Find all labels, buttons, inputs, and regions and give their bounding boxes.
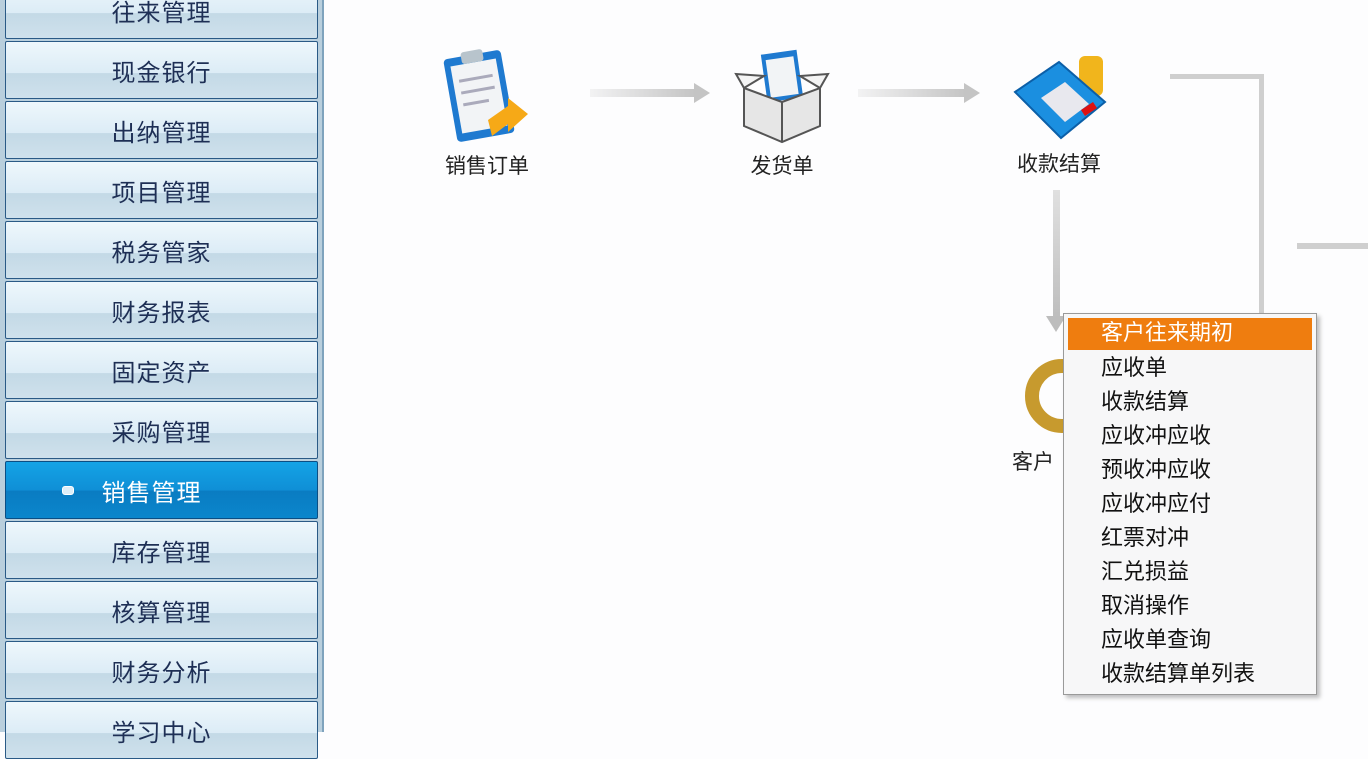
flow-connector — [1170, 74, 1264, 79]
sidebar-item-label: 固定资产 — [111, 358, 212, 387]
context-menu-item[interactable]: 应收冲应付 — [1101, 492, 1212, 517]
context-menu-item[interactable]: 取消操作 — [1101, 594, 1190, 619]
sidebar-item-label: 学习中心 — [111, 718, 212, 747]
sidebar-item-label: 采购管理 — [111, 418, 212, 447]
context-menu-item[interactable]: 应收单 — [1101, 356, 1168, 381]
sidebar-item-label: 财务分析 — [111, 658, 212, 687]
sidebar-item-label: 库存管理 — [111, 538, 212, 567]
flow-node-payment-settlement[interactable]: 收款结算 — [989, 52, 1129, 178]
sidebar-nav: 往来管理现金银行出纳管理项目管理税务管家财务报表固定资产采购管理销售管理库存管理… — [0, 0, 324, 759]
context-menu-item[interactable]: 预收冲应收 — [1101, 458, 1212, 483]
sidebar-item-label: 往来管理 — [111, 0, 212, 27]
sidebar-item[interactable]: 财务报表 — [5, 281, 318, 339]
sidebar-item-label: 财务报表 — [111, 298, 212, 327]
sidebar-item[interactable]: 库存管理 — [5, 521, 318, 579]
flow-down-arrow — [1053, 190, 1060, 318]
context-menu-item[interactable]: 应收冲应收 — [1101, 424, 1212, 449]
sidebar-item-label: 项目管理 — [111, 178, 212, 207]
sidebar-item-label: 税务管家 — [111, 238, 212, 267]
context-menu-item[interactable]: 红票对冲 — [1101, 526, 1190, 551]
flow-node-label: 发货单 — [750, 154, 814, 178]
flow-arrow — [590, 83, 710, 103]
sidebar-item[interactable]: 核算管理 — [5, 581, 318, 639]
sidebar-item[interactable]: 销售管理 — [5, 461, 318, 519]
flow-connector — [1259, 74, 1264, 314]
clipboard-order-icon — [443, 49, 528, 142]
sidebar-item[interactable]: 出纳管理 — [5, 101, 318, 159]
sidebar-item-label: 销售管理 — [101, 478, 202, 507]
context-menu-item[interactable]: 应收单查询 — [1101, 628, 1212, 653]
sidebar-item[interactable]: 固定资产 — [5, 341, 318, 399]
sidebar-item[interactable]: 学习中心 — [5, 701, 318, 759]
sidebar-item[interactable]: 现金银行 — [5, 41, 318, 99]
context-menu: 客户往来期初应收单收款结算应收冲应收预收冲应收应收冲应付红票对冲汇兑损益取消操作… — [1063, 313, 1317, 695]
flow-node-label: 销售订单 — [445, 154, 529, 178]
flow-arrow — [858, 83, 980, 103]
context-menu-item[interactable]: 汇兑损益 — [1101, 560, 1190, 585]
flow-node-label: 收款结算 — [1017, 152, 1101, 176]
flow-node-label: 客户 — [1012, 450, 1054, 474]
context-menu-item[interactable]: 客户往来期初 — [1068, 318, 1312, 350]
sidebar-item[interactable]: 项目管理 — [5, 161, 318, 219]
flow-node-delivery[interactable]: 发货单 — [712, 48, 852, 180]
sidebar-item[interactable]: 往来管理 — [5, 0, 318, 39]
sidebar-item-label: 出纳管理 — [111, 118, 212, 147]
sidebar-item[interactable]: 财务分析 — [5, 641, 318, 699]
context-menu-item[interactable]: 收款结算 — [1101, 390, 1190, 415]
flow-down-arrowhead — [1046, 316, 1066, 332]
sidebar-item[interactable]: 采购管理 — [5, 401, 318, 459]
sidebar-item-label: 现金银行 — [111, 58, 212, 87]
context-menu-item[interactable]: 收款结算单列表 — [1101, 662, 1256, 687]
active-indicator-icon — [61, 485, 74, 495]
flow-node-sales-order[interactable]: 销售订单 — [417, 46, 557, 180]
sidebar-item[interactable]: 税务管家 — [5, 221, 318, 279]
sidebar-item-label: 核算管理 — [111, 598, 212, 627]
delivery-box-icon — [734, 49, 830, 144]
flow-connector — [1297, 243, 1368, 249]
calculator-icon — [1013, 56, 1107, 140]
